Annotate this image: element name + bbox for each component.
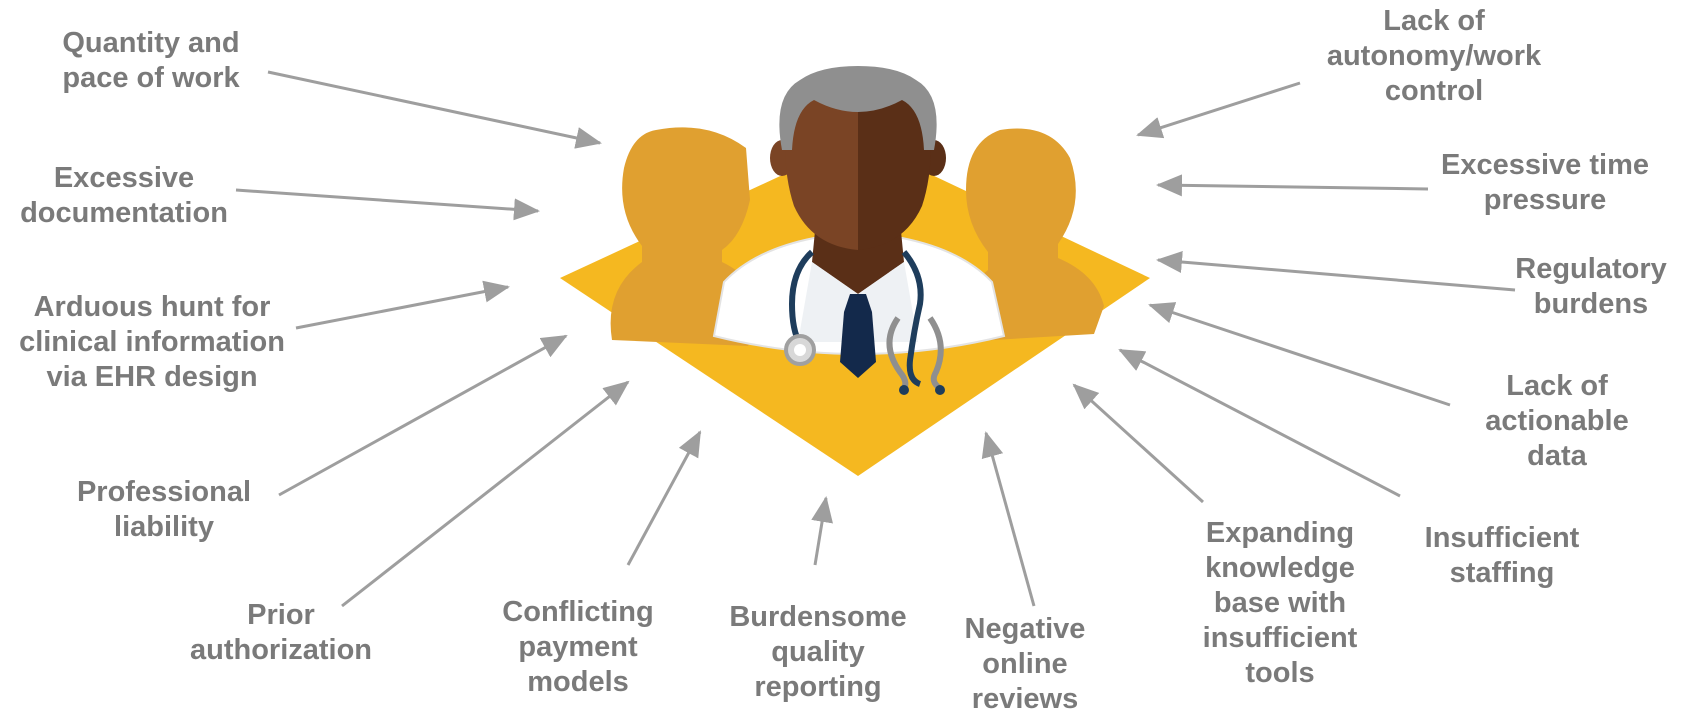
- right-colleague-icon: [959, 128, 1104, 342]
- arrows: [235, 70, 1516, 608]
- arrow-insufficient-staffing: [1118, 348, 1401, 498]
- factor-label-line: actionable: [1485, 405, 1629, 437]
- factor-label-line: authorization: [189, 634, 373, 666]
- factor-label-line: quality: [771, 636, 865, 668]
- factor-label-line: documentation: [20, 197, 228, 229]
- factor-label-line: Regulatory: [1515, 253, 1667, 285]
- stethoscope-earpieces: [886, 316, 944, 391]
- factor-label-line: online: [982, 648, 1068, 680]
- factor-label-line: Burdensome: [729, 601, 907, 633]
- arrow-burdensome-quality: [811, 496, 833, 566]
- hair: [779, 66, 937, 150]
- factor-label-line: Insufficient: [1424, 522, 1580, 554]
- arrow-professional-liability: [278, 334, 568, 497]
- factor-label-line: pressure: [1483, 184, 1607, 216]
- arrow-regulatory-burdens: [1156, 251, 1516, 292]
- factor-label-line: clinical information: [19, 326, 285, 358]
- factor-label-line: reviews: [971, 683, 1079, 715]
- factor-label-line: Excessive: [53, 162, 195, 194]
- factor-label-line: Prior: [247, 599, 315, 631]
- tie: [840, 294, 876, 378]
- factor-label-line: liability: [114, 511, 214, 543]
- factor-label-line: Expanding: [1205, 517, 1355, 549]
- earpiece-tip-right: [935, 385, 945, 395]
- stethoscope-tube-right: [901, 250, 924, 387]
- arrow-excessive-time-pressure: [1156, 174, 1429, 197]
- face-left: [785, 78, 858, 250]
- factor-label-line: via EHR design: [46, 361, 258, 393]
- arrow-excessive-documentation: [235, 188, 540, 221]
- factor-label-line: base with: [1213, 587, 1347, 619]
- arrow-conflicting-payment: [626, 430, 702, 566]
- physician-icon: [712, 66, 1006, 395]
- factor-label-line: Conflicting: [502, 596, 654, 628]
- factor-label-line: Excessive time: [1441, 149, 1649, 181]
- arrow-arduous-hunt: [295, 280, 510, 330]
- factor-label-line: control: [1384, 75, 1484, 107]
- factor-label-line: models: [527, 666, 629, 698]
- factor-label-line: reporting: [754, 671, 882, 703]
- factor-label-line: staffing: [1449, 557, 1555, 589]
- factor-label-line: Arduous hunt for: [33, 291, 271, 323]
- arrow-lack-autonomy: [1136, 81, 1301, 139]
- factor-label-line: burdens: [1533, 288, 1649, 320]
- face-right: [858, 78, 931, 250]
- factor-label-line: Professional: [76, 476, 252, 508]
- factor-label-line: Lack of: [1383, 5, 1485, 37]
- factor-label-line: insufficient: [1202, 622, 1358, 654]
- arrow-negative-reviews: [981, 431, 1036, 607]
- factor-label-line: knowledge: [1205, 552, 1355, 584]
- factor-label-line: Quantity and: [62, 27, 240, 59]
- arrow-prior-authorization: [341, 380, 630, 608]
- chestpiece-center: [794, 344, 806, 356]
- factor-label-line: Negative: [964, 613, 1086, 645]
- earpiece-tip-left: [899, 385, 909, 395]
- factor-label-line: pace of work: [62, 62, 240, 94]
- arrow-lack-actionable-data: [1148, 302, 1451, 407]
- factor-label-line: Lack of: [1506, 370, 1608, 402]
- arrow-expanding-knowledge: [1072, 383, 1205, 504]
- factor-label-line: payment: [518, 631, 638, 663]
- factor-label-line: tools: [1245, 657, 1315, 689]
- factor-label-line: autonomy/work: [1326, 40, 1542, 72]
- factor-label-line: data: [1527, 440, 1587, 472]
- arrow-quantity-pace: [267, 70, 602, 149]
